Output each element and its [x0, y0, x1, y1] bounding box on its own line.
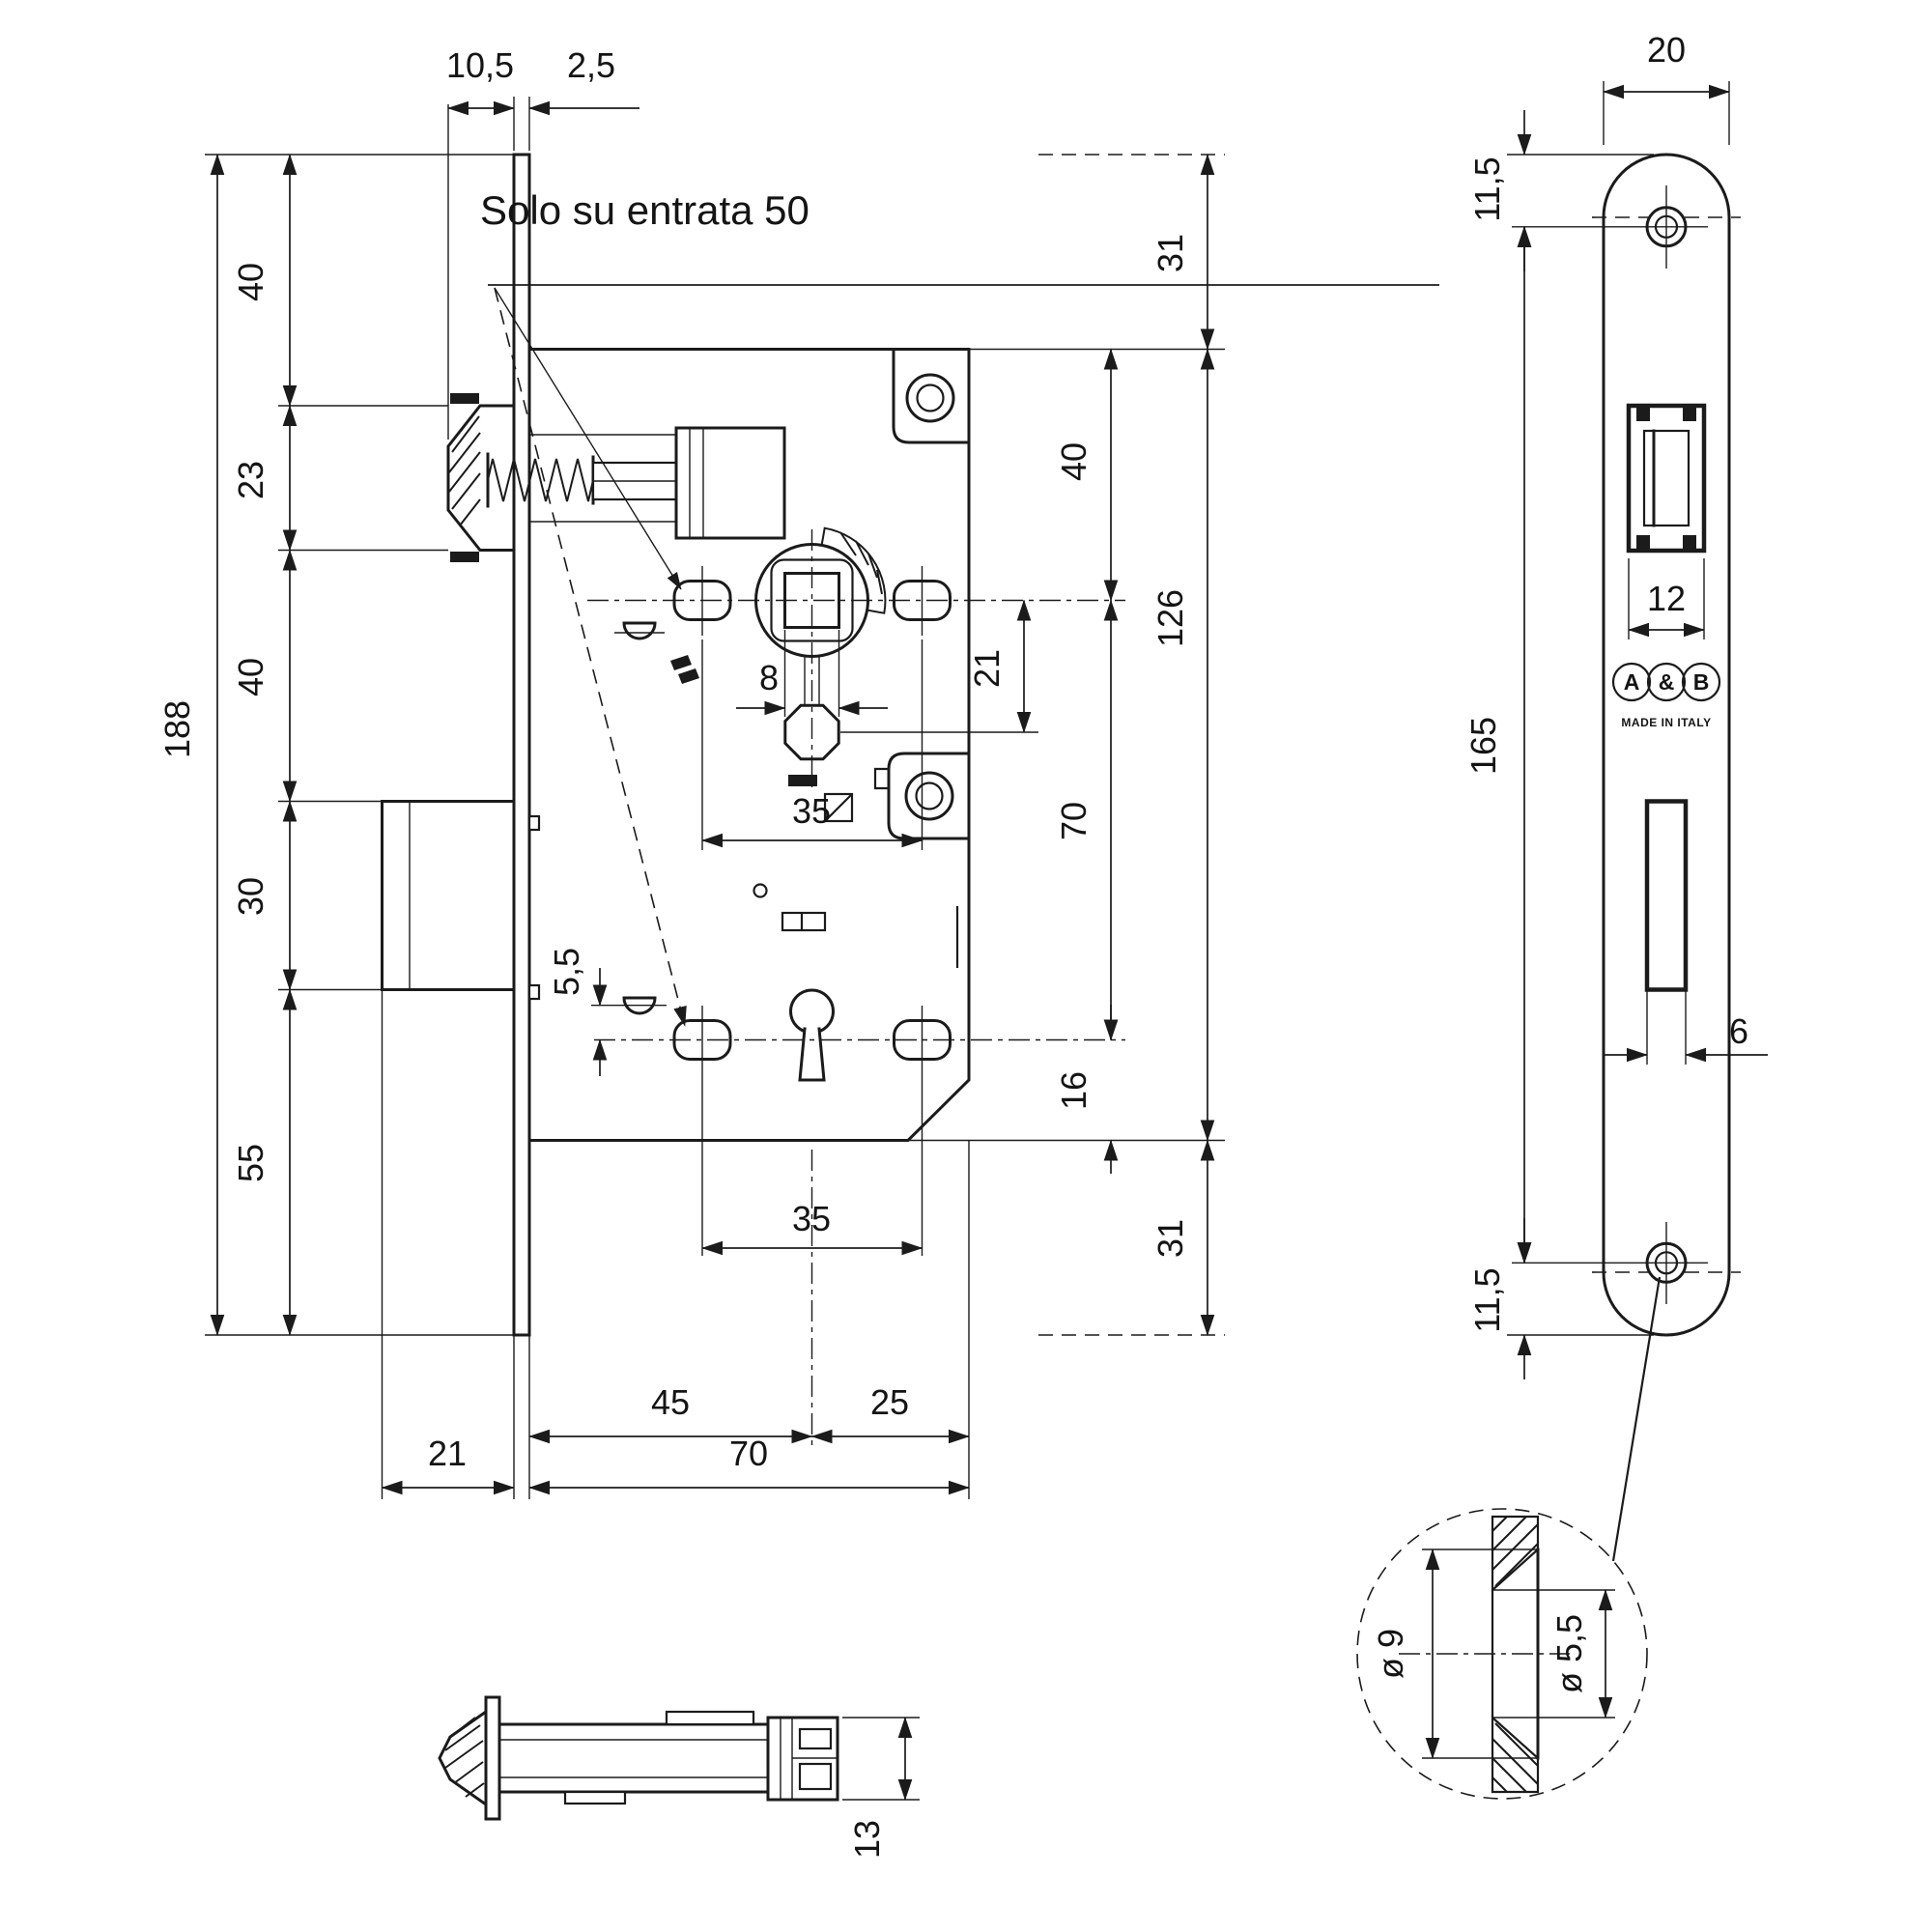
bv-body	[497, 1722, 770, 1794]
dim-spindle-to-hub: 21	[967, 649, 1007, 688]
dim-countersink-diameter: ø 9	[1371, 1629, 1410, 1679]
dim-lower-holes-span: 35	[792, 1199, 831, 1238]
faceplate-plate	[1602, 153, 1731, 1337]
split-rect-mark	[781, 911, 827, 932]
dim-bottom-screw-offset: 11,5	[1467, 1267, 1507, 1332]
deadbolt-slot	[1644, 799, 1689, 992]
dim-deadbolt-to-bottom: 55	[231, 1144, 270, 1182]
dim-case-height: 126	[1151, 589, 1190, 647]
dim-case-bottom-to-plate: 31	[1151, 1219, 1190, 1258]
dim-upper-holes-span: 35	[792, 791, 831, 831]
agb-logo: A & B MADE IN ITALY	[1611, 662, 1721, 729]
dim-keyhole-to-case-bottom: 16	[1054, 1071, 1094, 1110]
note-leader-lower	[494, 287, 687, 1027]
dim-deadbolt-slot-width: 6	[1729, 1011, 1748, 1051]
bv-bottom-tab	[563, 1790, 627, 1805]
dim-spindle-to-keyhole: 70	[1054, 802, 1094, 840]
spring-clip-mark-2	[678, 668, 699, 684]
latch-slide-block	[674, 426, 786, 540]
bottom-view: 13	[438, 1695, 920, 1859]
plate-slot-lower	[527, 983, 541, 1001]
dim-top-to-latch: 40	[231, 263, 270, 301]
screw-tab-mid-step	[873, 767, 889, 790]
latch-bevel-hatch	[448, 415, 481, 526]
dim-top-screw-offset: 11,5	[1467, 156, 1507, 221]
keyhole	[789, 988, 835, 1082]
main-view	[381, 153, 1125, 1446]
case-screw-hole-top-outer	[905, 373, 955, 423]
dim-screw-centers-span: 165	[1463, 717, 1503, 775]
dim-deadbolt-throw: 21	[428, 1434, 467, 1473]
plate-slot-upper	[527, 814, 541, 832]
dim-case-depth: 70	[729, 1434, 768, 1473]
note-leader-upper	[494, 287, 682, 590]
dim-plate-width: 20	[1647, 30, 1686, 70]
latch-cutout	[1626, 403, 1707, 554]
dim-plate-top-to-case: 31	[1151, 234, 1190, 272]
dim-mechanism-thickness: 13	[847, 1820, 887, 1859]
dim-latch-to-deadbolt: 40	[231, 658, 270, 696]
dim-faceplate-height: 188	[157, 700, 197, 758]
dim-faceplate-thickness: 2,5	[567, 45, 615, 85]
square-diagonal-mark	[823, 792, 854, 823]
bv-top-tab	[665, 1710, 755, 1726]
spring-clip-mark-1	[670, 655, 692, 670]
note-label: Solo su entrata 50	[480, 187, 810, 233]
detail-leader	[1611, 1276, 1662, 1562]
stop-block-mark	[788, 775, 817, 786]
dim-spindle-to-case-back: 25	[870, 1382, 909, 1422]
deadbolt	[381, 800, 516, 991]
annotation-note: Solo su entrata 50	[480, 187, 1439, 1027]
latch-bolt	[446, 404, 516, 552]
dim-aux-hole-offset: 5,5	[547, 948, 586, 996]
dim-backset: 45	[651, 1382, 690, 1422]
logo-letter-amp: &	[1659, 669, 1675, 695]
dim-latch-height: 23	[231, 461, 270, 499]
case-screw-hole-mid-inner	[915, 781, 944, 810]
logo-letter-b: B	[1693, 669, 1710, 695]
latch-aperture-mark-top	[450, 393, 479, 404]
dim-hole-diameter: ø 5,5	[1549, 1614, 1589, 1693]
bv-latch-hatch	[444, 1717, 485, 1798]
dim-case-top-to-spindle: 40	[1054, 442, 1094, 481]
dim-spindle-square: 8	[759, 658, 779, 697]
logo-caption: MADE IN ITALY	[1621, 716, 1711, 729]
dim-deadbolt-height: 30	[231, 877, 270, 916]
faceplate-front-view: 12 A & B MADE IN ITALY 6 20 11,5 165	[1463, 30, 1768, 1562]
case-screw-hole-top-inner	[916, 384, 945, 412]
case-screw-hole-mid-outer	[904, 771, 954, 821]
d-hole-upper	[622, 621, 657, 640]
dim-latch-cutout-width: 12	[1647, 579, 1686, 618]
pivot-pin	[753, 883, 768, 898]
detail-circle	[1356, 1508, 1648, 1800]
detail-view: ø 9 ø 5,5	[1356, 1508, 1648, 1800]
latch-aperture-mark-bottom	[450, 552, 479, 562]
spindle-follower	[754, 526, 887, 658]
dim-latch-protrusion: 10,5	[446, 45, 514, 85]
bv-faceplate-bar	[484, 1695, 501, 1821]
logo-letter-a: A	[1624, 669, 1640, 695]
screw-tab-top	[892, 348, 971, 444]
latch-in-cutout	[1642, 429, 1690, 527]
dimensions-main: 10,5 2,5 188 40 23 40 30 55 31 126 31	[157, 45, 1225, 1499]
